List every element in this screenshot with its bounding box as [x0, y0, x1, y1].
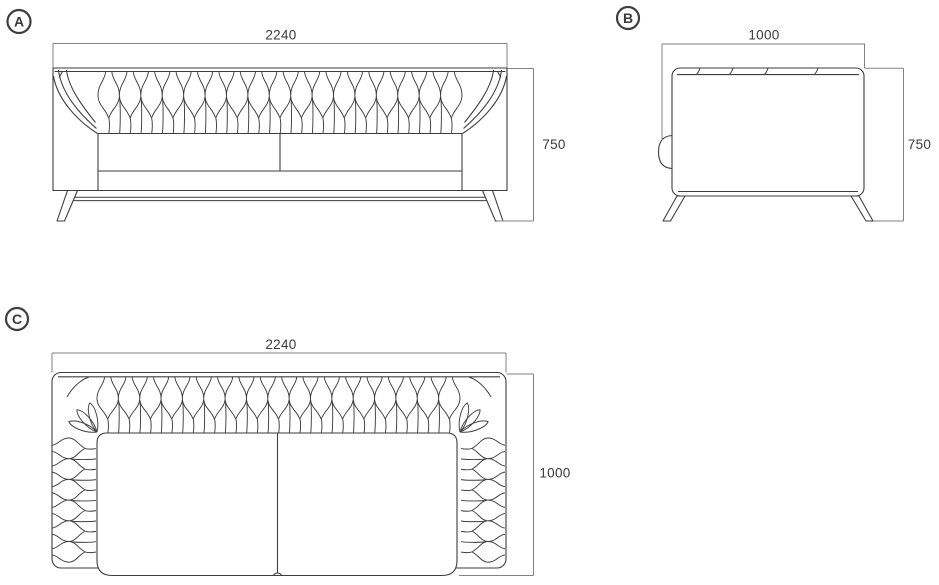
sofa-front-right-arm-scroll [462, 69, 508, 134]
sofa-side-back-leg [850, 195, 874, 222]
view-b-label-badge: B [615, 5, 641, 31]
view-a: A [6, 8, 565, 222]
sofa-plan-left-corner-fan [66, 376, 99, 433]
sofa-front-left-leg [56, 189, 79, 222]
view-a-label-letter: A [14, 14, 24, 30]
sofa-front-body-outline [52, 67, 508, 192]
view-b-sofa-side [657, 67, 874, 222]
sofa-plan-seat-divider [272, 433, 283, 576]
view-c-label-letter: C [12, 311, 22, 327]
dim-b-width-text: 1000 [748, 28, 779, 43]
dim-c-width-text: 2240 [265, 337, 296, 352]
sofa-front-base-rail [69, 196, 490, 202]
view-a-label-badge: A [6, 8, 32, 35]
dim-a-height-line [497, 68, 534, 222]
dim-b-height-line [864, 67, 904, 222]
view-b-label-circle [615, 5, 641, 31]
view-a-label-circle [6, 8, 32, 35]
view-c-dimension-lines [51, 352, 534, 576]
sofa-plan-back-tufting [96, 376, 461, 434]
view-c: C [4, 306, 570, 577]
sofa-side-tuft-ticks [696, 68, 819, 75]
sofa-side-body-outline [671, 67, 865, 197]
dim-b-height-text: 750 [908, 137, 931, 152]
sofa-plan-right-arm-tufting [460, 437, 506, 563]
dim-a-width-text: 2240 [265, 28, 296, 43]
view-c-label-badge: C [4, 306, 30, 332]
sofa-plan-right-corner-fan [458, 376, 492, 433]
dim-a-height-text: 750 [542, 137, 565, 152]
sofa-front-seat-cushions [97, 132, 463, 191]
sofa-plan-left-arm-tufting [51, 437, 97, 563]
dim-c-depth-line [459, 373, 534, 576]
view-b: B 1000 750 [615, 5, 931, 222]
view-a-dimension-lines [52, 43, 534, 222]
view-c-label-circle [4, 306, 30, 332]
sofa-side-front-leg [662, 195, 686, 222]
sofa-side-arm-front-bulge [657, 134, 673, 170]
view-c-sofa-plan [51, 371, 507, 577]
dim-c-depth-text: 1000 [539, 466, 570, 481]
sofa-front-left-arm-scroll [52, 69, 98, 134]
sofa-front-right-leg [481, 189, 504, 222]
sofa-front-tufting-pattern [97, 71, 463, 134]
view-b-dimension-lines [661, 43, 904, 222]
dim-c-width-line [51, 352, 507, 373]
dim-a-width-line [52, 43, 508, 68]
dim-b-width-line [661, 43, 865, 141]
view-a-sofa-front [52, 67, 508, 222]
view-b-label-letter: B [623, 10, 633, 26]
